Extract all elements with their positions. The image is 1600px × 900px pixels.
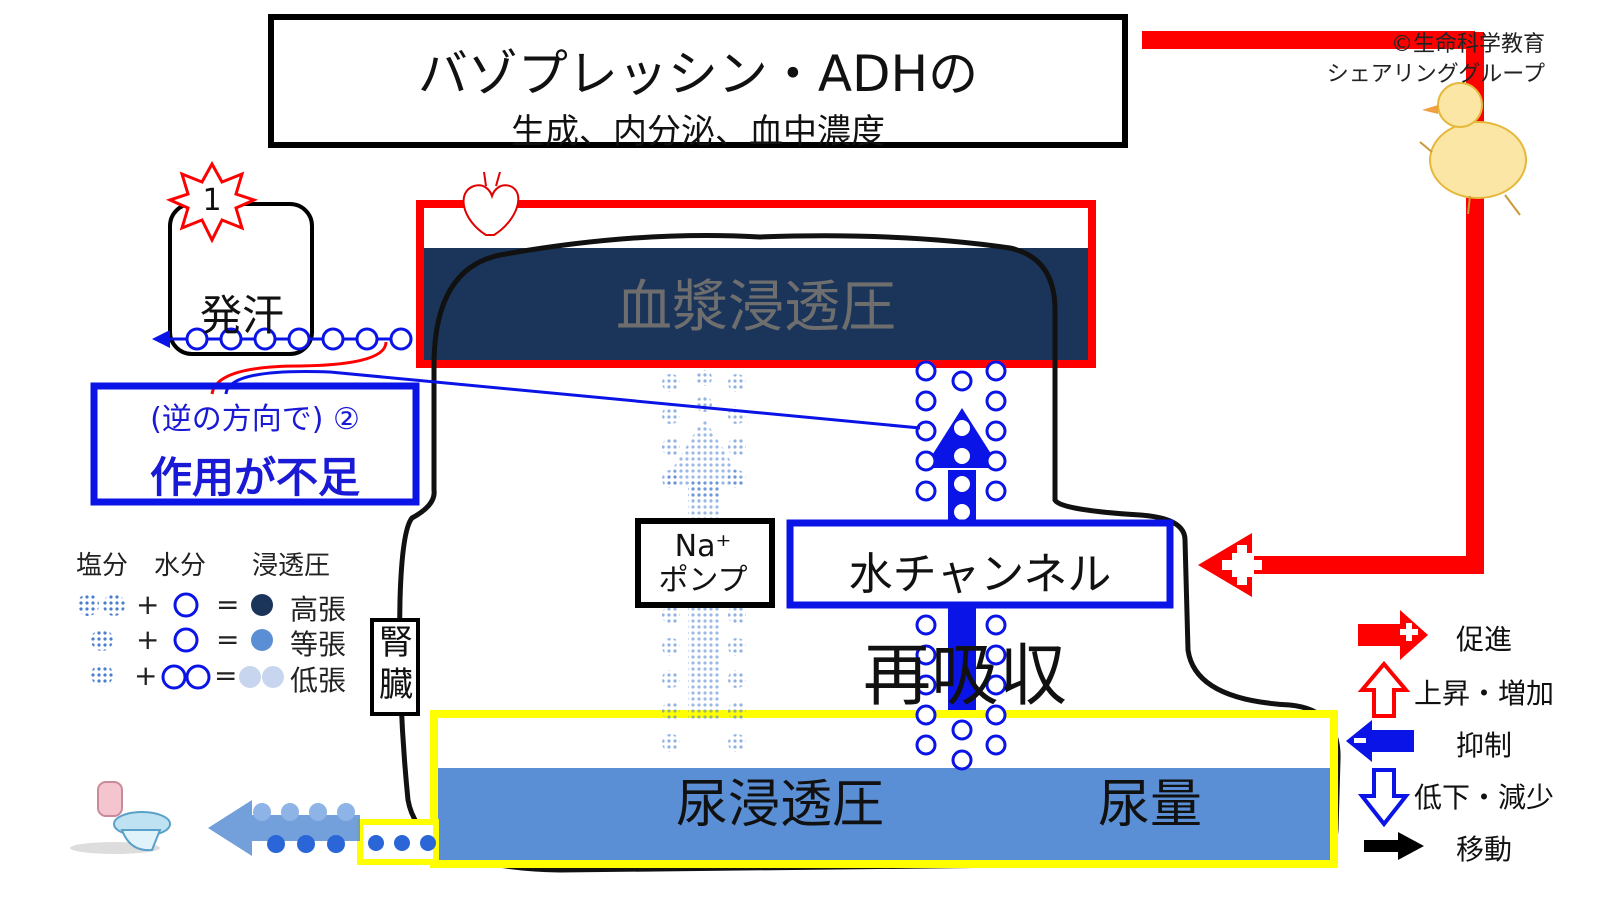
- legend-row-2-eq: =: [216, 623, 240, 656]
- plasma-osmotic-label: 血漿浸透圧: [616, 275, 896, 340]
- feedback-loop-arrow: [1142, 31, 1484, 597]
- legend-row-3-eq: =: [214, 659, 238, 692]
- legend-header-salt: 塩分: [76, 551, 129, 581]
- legend-symbols: [77, 592, 284, 690]
- kidney-label: 腎 臓: [374, 622, 418, 706]
- urine-volume-label: 尿量: [1097, 775, 1202, 835]
- key-fall-icon: [1357, 768, 1411, 828]
- warning-subtitle: (逆の方向で) ②: [150, 402, 360, 437]
- burst-badge-icon: [165, 160, 259, 244]
- legend-row-3-label: 低張: [290, 664, 347, 697]
- key-rise-icon: [1357, 660, 1411, 718]
- tube-dots: [368, 835, 436, 851]
- na-pump-line-2: ポンプ: [658, 563, 748, 598]
- kidney-label-line-2: 臓: [379, 665, 413, 705]
- legend-row-1-label: 高張: [290, 593, 347, 626]
- credit: ©生命科学教育 シェアリンググループ: [1327, 30, 1545, 90]
- warning-title: 作用が不足: [149, 453, 360, 502]
- duck-icon: [1419, 82, 1527, 216]
- na-pump-box: [635, 518, 775, 608]
- toilet-icon: [70, 781, 171, 854]
- key-promote-label: 促進: [1456, 623, 1513, 656]
- na-pump-label: Na⁺ ポンプ: [638, 530, 768, 598]
- legend-row-3-plus: +: [134, 659, 158, 692]
- key-promote-icon: [1358, 610, 1428, 660]
- plasma-fill: [424, 248, 1088, 360]
- sweat-badge-number: 1: [202, 183, 222, 218]
- sweat-water-loss-line: [152, 327, 413, 351]
- urine-outflow-arrow: [208, 800, 360, 856]
- water-channel-label: 水チャンネル: [848, 549, 1112, 600]
- key-move-icon: [1364, 832, 1424, 860]
- legend-row-1-plus: +: [136, 588, 160, 621]
- kidney-label-line-1: 腎: [379, 623, 413, 663]
- na-pump-line-1: Na⁺: [674, 529, 732, 564]
- key-move-label: 移動: [1456, 833, 1513, 866]
- key-rise-label: 上昇・増加: [1414, 677, 1555, 710]
- legend-row-2-label: 等張: [290, 628, 347, 661]
- legend-row-2-plus: +: [136, 623, 160, 656]
- legend-row-1-eq: =: [216, 588, 240, 621]
- title-box: バゾプレッシン・ADHの 生成、内分泌、血中濃度: [268, 14, 1128, 152]
- key-fall-label: 低下・減少: [1414, 781, 1555, 814]
- key-inhibit-label: 抑制: [1456, 729, 1513, 762]
- water-channel-box: [786, 519, 1174, 609]
- warning-box: [90, 382, 420, 506]
- credit-line-2: シェアリンググループ: [1326, 62, 1545, 87]
- kidney-label-box: [370, 618, 420, 716]
- heart-icon: [462, 171, 520, 236]
- red-connector-line: [210, 341, 388, 395]
- page-title: バゾプレッシン・ADHの: [417, 45, 979, 103]
- page-subtitle: 生成、内分泌、血中濃度: [511, 112, 885, 152]
- sweat-label: 発汗: [199, 291, 284, 340]
- urine-osmotic-label: 尿浸透圧: [675, 775, 884, 835]
- key-inhibit-icon: [1346, 720, 1414, 762]
- urine-fill: [438, 768, 1330, 860]
- legend-header-osmotic: 浸透圧: [252, 551, 331, 581]
- reabsorption-label: 再吸収: [862, 637, 1067, 716]
- credit-line-1: ©生命科学教育: [1390, 32, 1545, 57]
- legend-header-water: 水分: [154, 551, 207, 581]
